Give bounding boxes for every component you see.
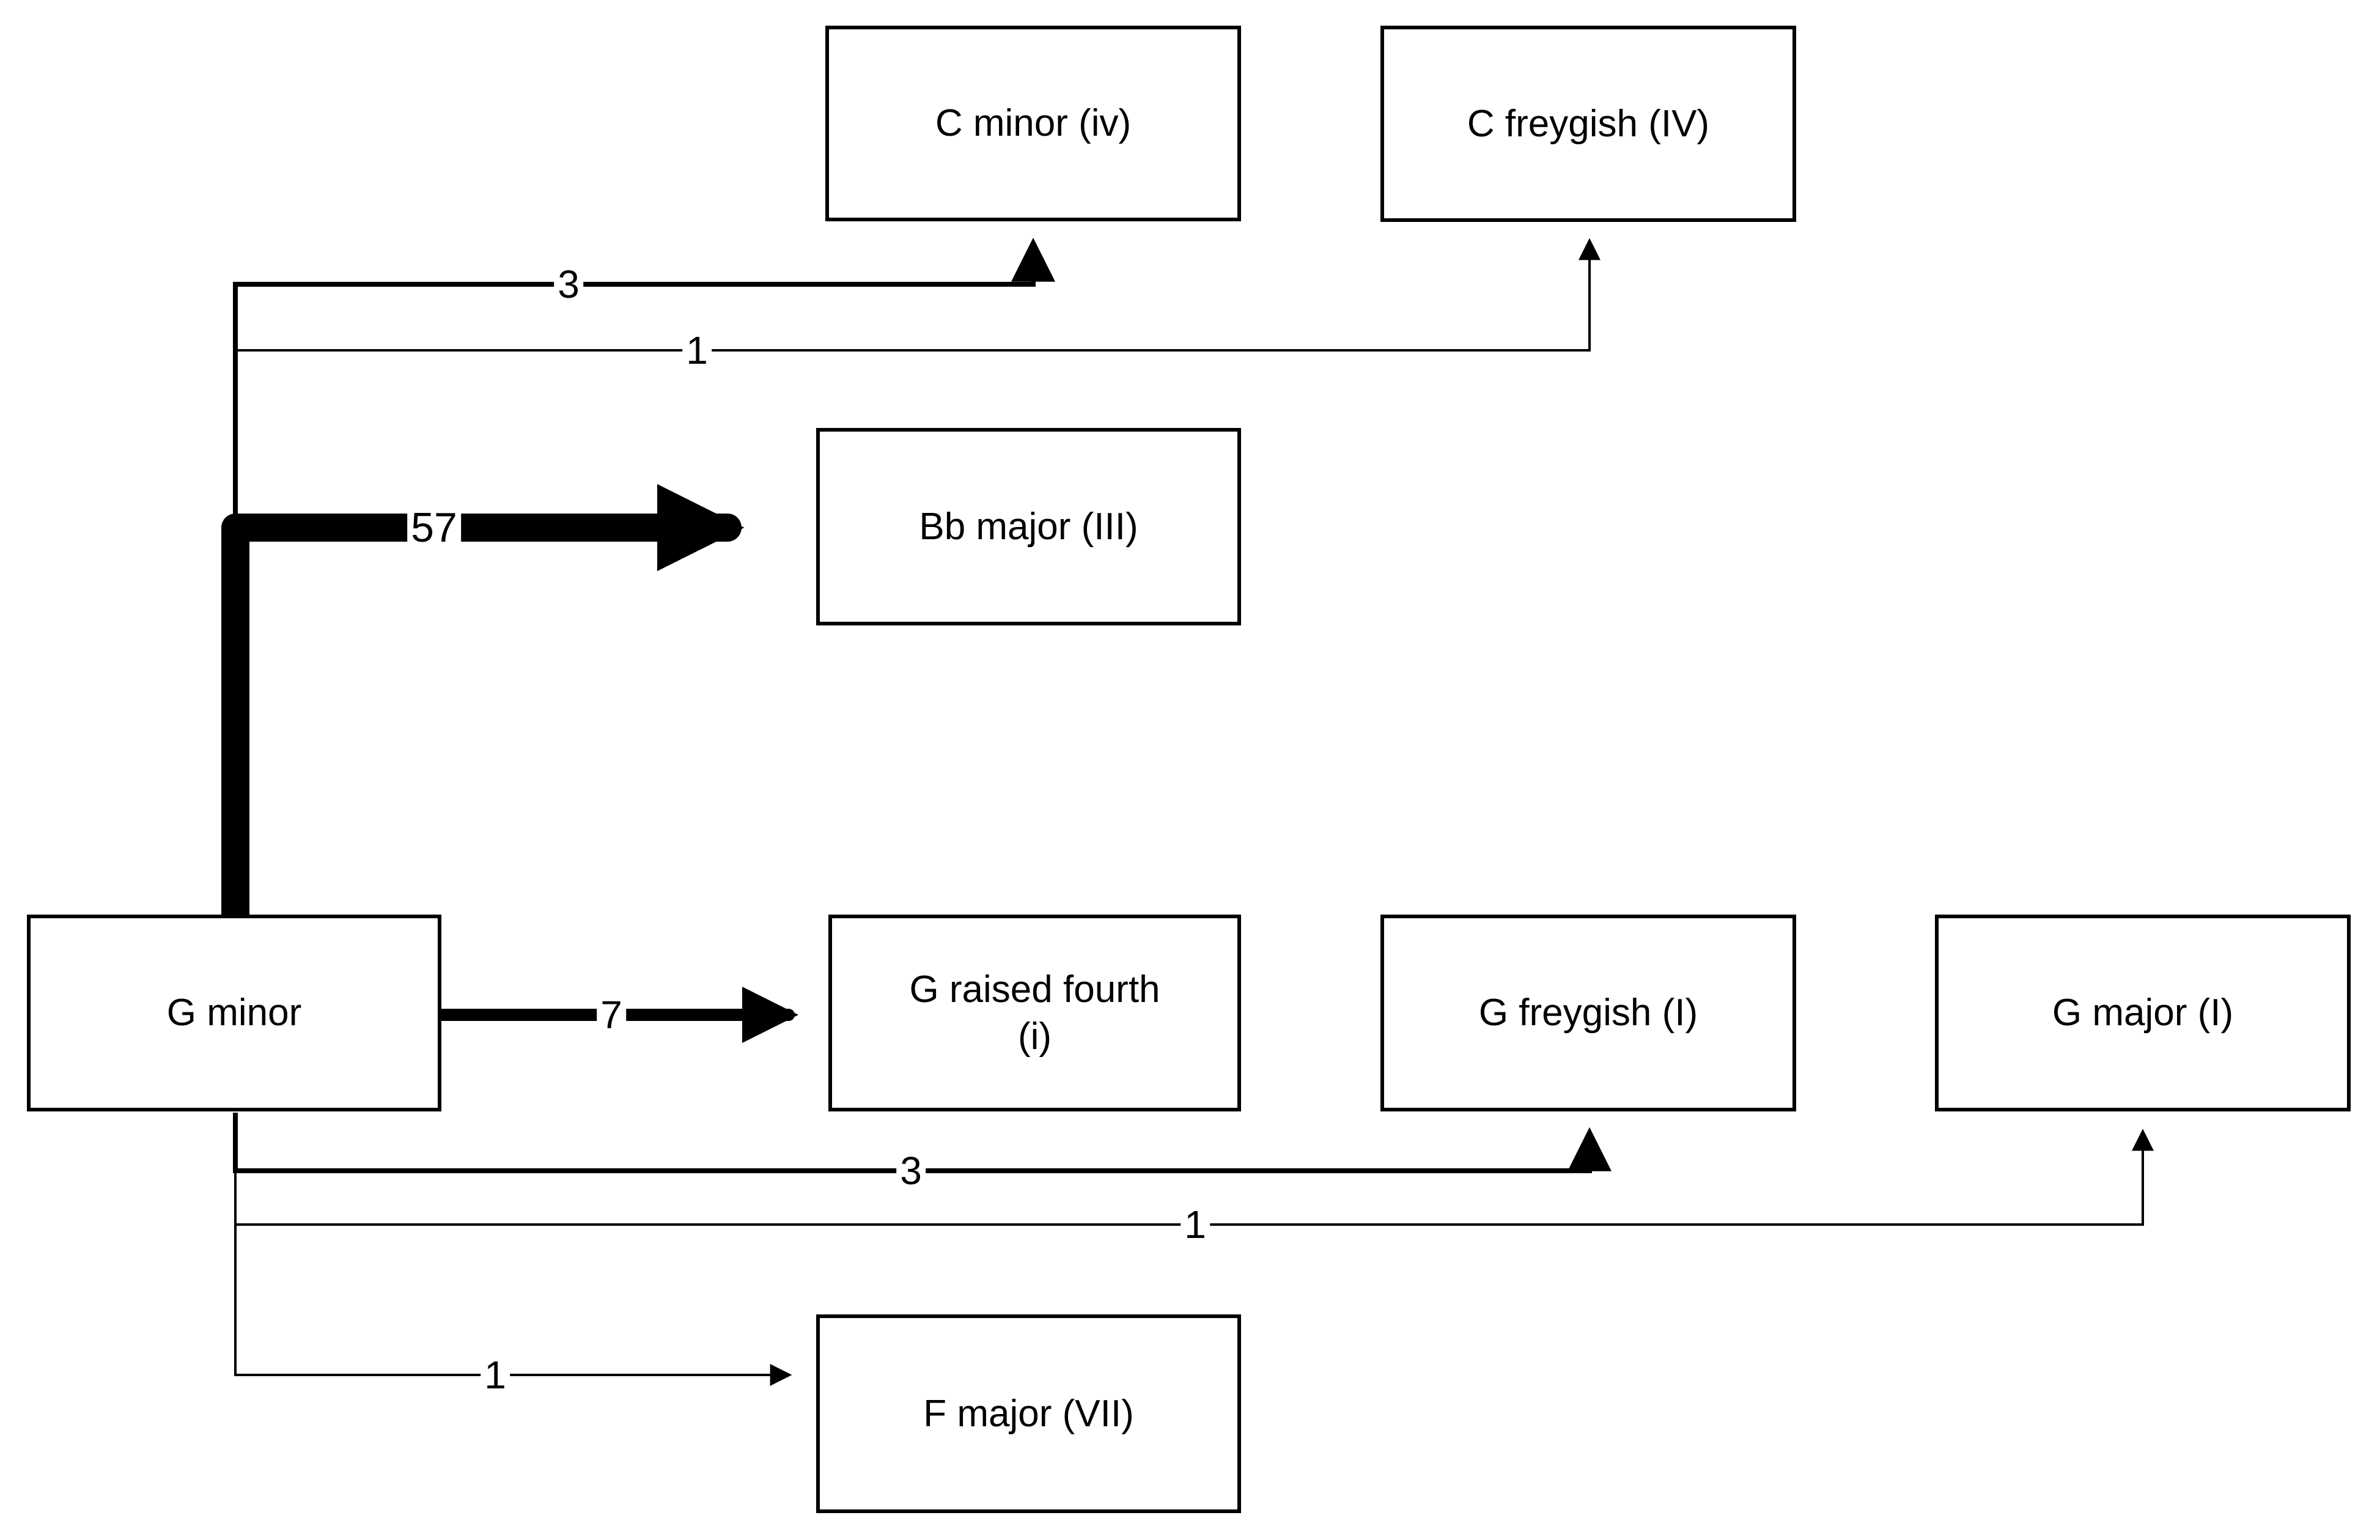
node-f-major[interactable]: F major (VII) xyxy=(816,1314,1241,1513)
edge-weight-gminor-to-cfreygish: 1 xyxy=(682,330,712,371)
edge-weight-gminor-to-bbmajor: 57 xyxy=(407,506,461,550)
node-label: G minor xyxy=(166,992,302,1034)
node-label: Bb major (III) xyxy=(919,505,1138,548)
node-label: G freygish (I) xyxy=(1478,992,1698,1034)
node-c-freygish[interactable]: C freygish (IV) xyxy=(1380,26,1796,222)
node-g-freygish[interactable]: G freygish (I) xyxy=(1380,915,1796,1111)
node-label: G raised fourth (i) xyxy=(909,968,1160,1058)
edge-gminor-to-bbmajor xyxy=(221,484,745,929)
edge-weight-gminor-to-cminor: 3 xyxy=(554,263,583,305)
edge-weight-gminor-to-gfreygish: 3 xyxy=(896,1150,926,1192)
node-bb-major[interactable]: Bb major (III) xyxy=(816,428,1241,625)
node-g-major[interactable]: G major (I) xyxy=(1935,915,2351,1111)
edge-weight-gminor-to-fmajor: 1 xyxy=(481,1354,510,1396)
node-g-minor[interactable]: G minor xyxy=(27,915,441,1111)
node-c-minor[interactable]: C minor (iv) xyxy=(825,26,1241,221)
node-label: C freygish (IV) xyxy=(1467,102,1710,145)
node-g-raised-fourth[interactable]: G raised fourth (i) xyxy=(828,915,1241,1111)
node-label: F major (VII) xyxy=(923,1392,1134,1435)
node-label: G major (I) xyxy=(2052,992,2234,1034)
edge-weight-gminor-to-graisedfourth: 7 xyxy=(597,994,626,1036)
node-label: C minor (iv) xyxy=(935,102,1132,145)
edge-gminor-to-fmajor xyxy=(234,1113,792,1386)
edge-weight-gminor-to-gmajor: 1 xyxy=(1181,1204,1210,1245)
